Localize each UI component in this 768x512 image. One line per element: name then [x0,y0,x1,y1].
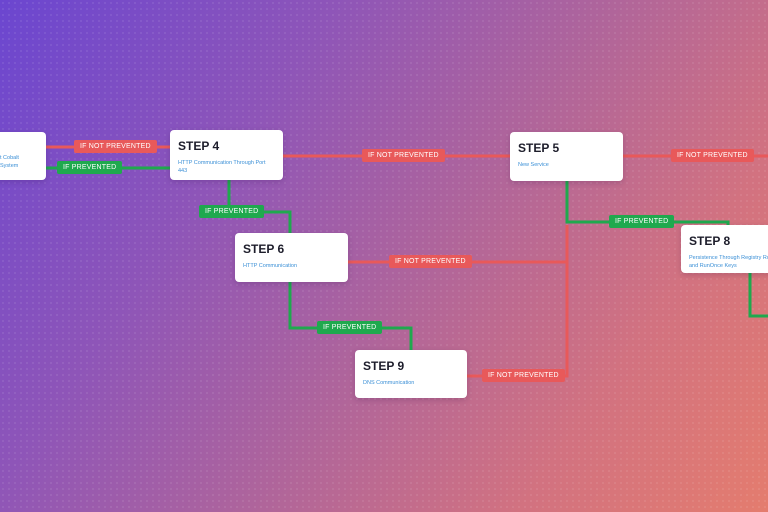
step-6-desc: HTTP Communication [243,263,297,269]
step-card-6: STEP 6 HTTP Communication [235,233,348,282]
step-5-title: STEP 5 [518,141,560,155]
tag-if-prevented-left: IF PREVENTED [57,161,123,174]
connector-step9-not-prevented [467,225,569,378]
step-8-desc: Persistence Through Registry Run and Run… [689,255,768,269]
step-9-desc: DNS Communication [363,380,415,386]
connector-step6-to-step9-prevented [288,282,413,350]
step-5-desc: New Service [518,162,549,168]
tag-if-prevented-step4-step6: IF PREVENTED [199,205,265,218]
step-left-partial-desc: t Cobalt System [0,155,19,169]
step-8-title: STEP 8 [689,234,731,248]
step-4-title: STEP 4 [178,139,220,153]
step-card-8: STEP 8 Persistence Through Registry Run … [681,225,768,273]
tag-if-prevented-step5-step8: IF PREVENTED [609,215,675,228]
connector-step8-prevented [748,273,768,318]
step-card-5: STEP 5 New Service [510,132,623,181]
tag-if-prevented-step6-step9: IF PREVENTED [317,321,383,334]
step-6-title: STEP 6 [243,242,285,256]
tag-if-not-prevented-left: IF NOT PREVENTED [74,140,157,153]
tag-if-not-prevented-step9: IF NOT PREVENTED [482,369,565,382]
step-9-title: STEP 9 [363,359,405,373]
step-card-4: STEP 4 HTTP Communication Through Port 4… [170,130,283,180]
step-card-9: STEP 9 DNS Communication [355,350,467,398]
tag-if-not-prevented-step6: IF NOT PREVENTED [389,255,472,268]
tag-if-not-prevented-step4-step5: IF NOT PREVENTED [362,149,445,162]
step-card-left-partial: t Cobalt System [0,132,46,180]
tag-if-not-prevented-step5-right: IF NOT PREVENTED [671,149,754,162]
step-4-desc: HTTP Communication Through Port 443 [178,160,266,174]
